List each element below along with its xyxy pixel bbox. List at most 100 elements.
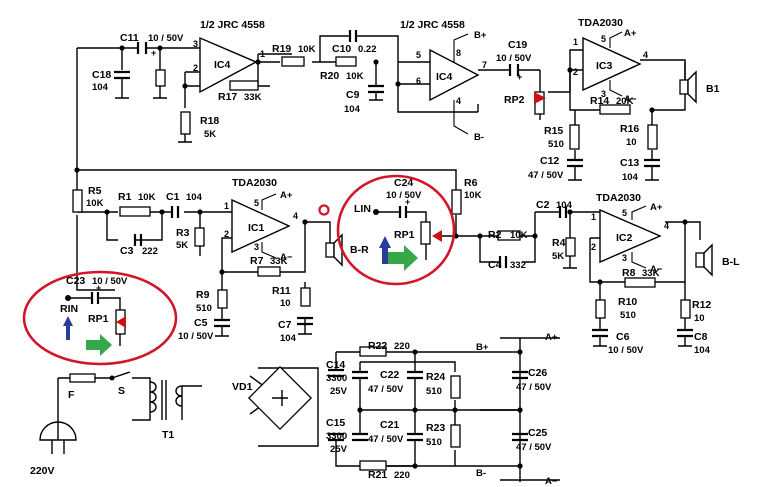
- svg-text:1: 1: [224, 201, 229, 211]
- svg-text:104: 104: [92, 82, 109, 93]
- svg-text:A+: A+: [650, 202, 663, 213]
- svg-text:C22: C22: [380, 369, 399, 381]
- svg-text:47 / 50V: 47 / 50V: [516, 442, 552, 453]
- svg-text:C11: C11: [120, 32, 139, 44]
- svg-text:C21: C21: [380, 419, 399, 431]
- r15-body: [569, 124, 580, 150]
- r7-body: [257, 266, 281, 277]
- svg-text:C25: C25: [528, 427, 547, 439]
- speaker-bl: B-L: [695, 243, 740, 277]
- svg-text:A−: A−: [650, 264, 663, 275]
- svg-text:R20: R20: [320, 70, 339, 82]
- ic4b-title: 1/2 JRC 4558: [400, 19, 465, 31]
- svg-text:104: 104: [556, 200, 573, 211]
- svg-text:10 / 50V: 10 / 50V: [496, 53, 532, 64]
- svg-text:R15: R15: [544, 125, 563, 137]
- svg-text:C24: C24: [394, 177, 413, 189]
- r17-body: [229, 80, 259, 91]
- opamp-ic3: 1 2 4 5 3 IC3 TDA2030 A+ A−: [573, 17, 648, 105]
- svg-text:33K: 33K: [270, 256, 288, 267]
- svg-text:10: 10: [280, 298, 291, 309]
- svg-text:C2: C2: [536, 199, 550, 211]
- svg-text:10K: 10K: [464, 190, 482, 201]
- svg-text:33K: 33K: [244, 92, 262, 103]
- svg-text:3: 3: [193, 39, 198, 49]
- svg-text:510: 510: [426, 437, 442, 448]
- svg-text:104: 104: [186, 192, 203, 203]
- svg-text:R14: R14: [590, 95, 609, 107]
- svg-text:R2: R2: [488, 229, 502, 241]
- svg-text:R8: R8: [622, 267, 636, 279]
- power-section: 220V F S T1 VD1 A+ A− B+ B-: [30, 332, 558, 487]
- svg-text:C5: C5: [194, 317, 208, 329]
- svg-text:R22: R22: [368, 340, 387, 352]
- svg-text:C19: C19: [508, 39, 527, 51]
- r24-body: [450, 375, 461, 399]
- r10-body: [595, 299, 606, 319]
- svg-text:10: 10: [626, 137, 637, 148]
- lin-highlight-oval: [336, 174, 456, 286]
- svg-text:R21: R21: [368, 469, 387, 481]
- svg-text:104: 104: [622, 172, 639, 183]
- r4-body: [565, 237, 576, 257]
- svg-text:3: 3: [622, 253, 627, 263]
- c18-r-body: [155, 69, 166, 87]
- svg-text:5: 5: [601, 34, 606, 44]
- rin-highlight-oval: [22, 270, 178, 366]
- svg-text:4: 4: [664, 221, 669, 231]
- svg-text:+: +: [517, 72, 522, 82]
- svg-text:+: +: [96, 283, 101, 293]
- svg-text:RP1: RP1: [394, 229, 415, 241]
- svg-text:5: 5: [622, 208, 627, 218]
- svg-text:C15: C15: [326, 417, 345, 429]
- fuse-body: [69, 373, 96, 383]
- ic1-label: IC1: [248, 222, 265, 234]
- svg-text:A+: A+: [545, 332, 558, 343]
- svg-text:B-L: B-L: [722, 256, 740, 268]
- green-arrow-icon-2: [388, 245, 418, 271]
- svg-text:A−: A−: [545, 476, 558, 487]
- svg-text:510: 510: [426, 386, 442, 397]
- r12-body: [680, 299, 691, 319]
- svg-text:6: 6: [416, 76, 421, 86]
- svg-text:R7: R7: [250, 255, 264, 267]
- svg-text:R19: R19: [272, 43, 291, 55]
- svg-text:RIN: RIN: [60, 303, 78, 315]
- svg-text:C23: C23: [66, 275, 85, 287]
- svg-text:S: S: [118, 385, 125, 397]
- ic4a-label: IC4: [214, 59, 231, 71]
- svg-text:33K: 33K: [642, 268, 660, 279]
- svg-text:3: 3: [601, 89, 606, 99]
- svg-text:2: 2: [224, 229, 229, 239]
- svg-text:10 / 50V: 10 / 50V: [178, 331, 214, 342]
- svg-text:10 / 50V: 10 / 50V: [608, 345, 644, 356]
- svg-text:4: 4: [456, 96, 461, 106]
- r2-body: [497, 230, 521, 241]
- svg-text:10K: 10K: [86, 198, 104, 209]
- svg-text:B1: B1: [706, 83, 720, 95]
- svg-text:47 / 50V: 47 / 50V: [516, 382, 552, 393]
- svg-text:25V: 25V: [330, 444, 348, 455]
- svg-text:104: 104: [344, 104, 361, 115]
- svg-text:332: 332: [510, 260, 526, 271]
- svg-text:510: 510: [620, 310, 636, 321]
- svg-text:10 / 50V: 10 / 50V: [92, 276, 128, 287]
- svg-text:R3: R3: [176, 227, 190, 239]
- r1-body: [119, 206, 151, 217]
- svg-text:B+: B+: [476, 342, 489, 353]
- speaker-b1: B1: [679, 70, 720, 104]
- r19-body: [281, 56, 305, 67]
- svg-text:C3: C3: [120, 245, 134, 257]
- capacitors: [68, 30, 693, 450]
- ic4b-label: IC4: [436, 71, 453, 83]
- svg-text:10K: 10K: [298, 44, 316, 55]
- ic2-title: TDA2030: [596, 192, 641, 204]
- svg-text:10K: 10K: [510, 230, 528, 241]
- red-marker-dot: [318, 204, 330, 216]
- svg-text:1: 1: [260, 49, 265, 59]
- r11-body: [300, 287, 311, 307]
- wiper-arrow-icon-2: [432, 230, 442, 242]
- svg-text:C8: C8: [694, 331, 708, 343]
- green-arrow-icon: [86, 334, 112, 356]
- labels: C11 10 / 50V C18 104 R17 33K R18 5K R19 …: [60, 32, 711, 481]
